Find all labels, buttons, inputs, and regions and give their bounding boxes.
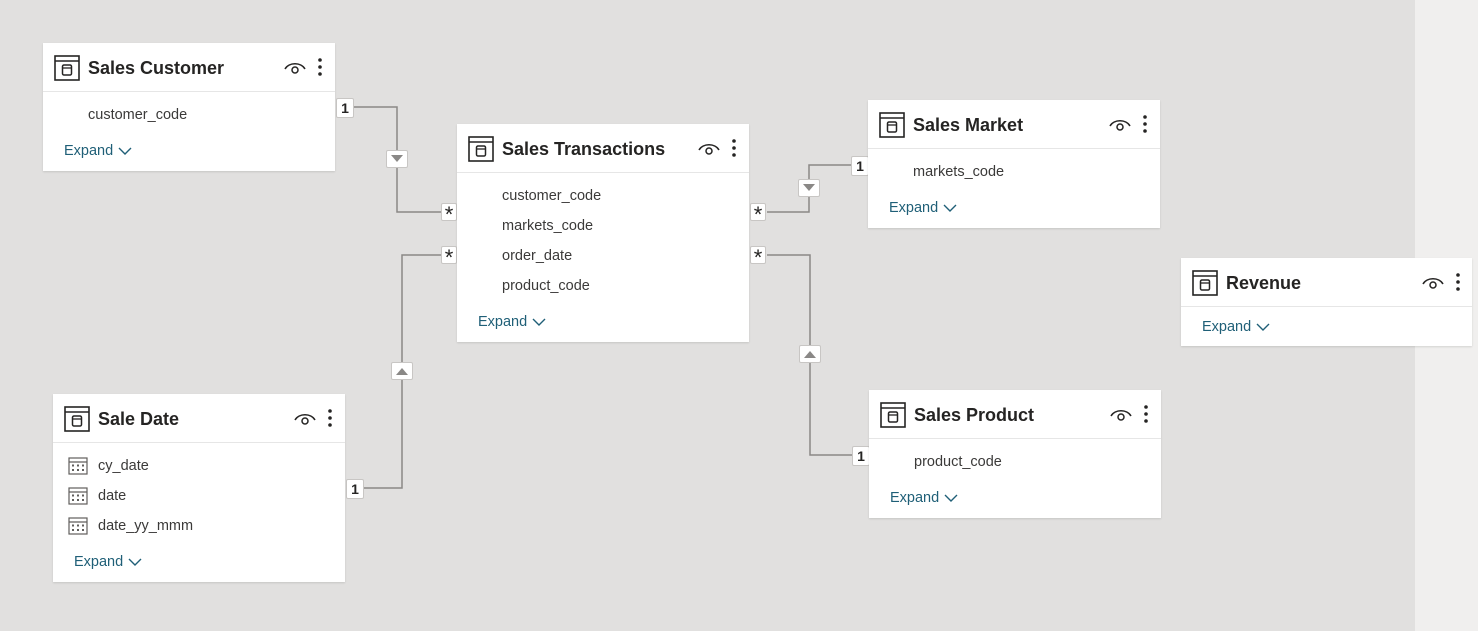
table-card-header[interactable]: Sales Product xyxy=(869,390,1161,439)
field-row[interactable]: customer_code xyxy=(457,181,749,211)
table-card-header[interactable]: Sales Customer xyxy=(43,43,335,92)
field-list: markets_code xyxy=(868,149,1160,187)
cardinality-many-date[interactable]: * xyxy=(441,246,457,269)
field-row[interactable]: markets_code xyxy=(868,157,1160,187)
table-icon xyxy=(1192,270,1218,296)
table-card-header[interactable]: Revenue xyxy=(1181,258,1472,307)
calendar-icon xyxy=(68,487,88,505)
more-options-icon[interactable] xyxy=(1142,114,1148,134)
filter-direction-market[interactable] xyxy=(798,179,820,197)
field-name: cy_date xyxy=(98,458,149,474)
cardinality-many-market[interactable]: * xyxy=(750,203,766,226)
calendar-icon xyxy=(68,457,88,475)
table-icon xyxy=(880,402,906,428)
table-title: Sale Date xyxy=(98,409,180,429)
expand-label: Expand xyxy=(1202,319,1252,335)
eye-icon[interactable] xyxy=(1422,275,1444,291)
filter-direction-product[interactable] xyxy=(799,345,821,363)
expand-link[interactable]: Expand xyxy=(889,200,957,216)
expand-link[interactable]: Expand xyxy=(74,554,142,570)
table-title: Sales Product xyxy=(914,405,1035,425)
chevron-down-icon xyxy=(944,494,958,502)
table-card-revenue[interactable]: Revenue Expand xyxy=(1181,258,1472,346)
chevron-down-icon xyxy=(1256,323,1270,331)
expand-label: Expand xyxy=(890,490,940,506)
cardinality-many-customer[interactable]: * xyxy=(441,203,457,226)
field-name: markets_code xyxy=(502,218,594,234)
table-card-header[interactable]: Sales Market xyxy=(868,100,1160,149)
more-options-icon[interactable] xyxy=(317,57,323,77)
field-name: product_code xyxy=(502,278,590,294)
field-row[interactable]: date_yy_mmm xyxy=(53,511,345,541)
field-row[interactable]: order_date xyxy=(457,241,749,271)
table-icon xyxy=(468,136,494,162)
triangle-up-icon xyxy=(396,368,408,375)
cardinality-one-product[interactable]: 1 xyxy=(852,446,870,466)
expand-label: Expand xyxy=(64,143,114,159)
eye-icon[interactable] xyxy=(698,141,720,157)
field-row[interactable]: date xyxy=(53,481,345,511)
cardinality-many-product[interactable]: * xyxy=(750,246,766,269)
cardinality-one-date[interactable]: 1 xyxy=(346,479,364,499)
table-title: Sales Transactions xyxy=(502,139,666,159)
field-name: date_yy_mmm xyxy=(98,518,194,534)
table-icon xyxy=(879,112,905,138)
expand-link[interactable]: Expand xyxy=(1202,319,1270,335)
cardinality-one-customer[interactable]: 1 xyxy=(336,98,354,118)
filter-direction-date[interactable] xyxy=(391,362,413,380)
chevron-down-icon xyxy=(128,558,142,566)
table-card-sales-customer[interactable]: Sales Customer customer_code Expand xyxy=(43,43,335,171)
triangle-down-icon xyxy=(803,184,815,191)
field-row[interactable]: product_code xyxy=(457,271,749,301)
eye-icon[interactable] xyxy=(284,60,306,76)
triangle-down-icon xyxy=(391,155,403,162)
cardinality-one-market[interactable]: 1 xyxy=(851,156,869,176)
more-options-icon[interactable] xyxy=(1455,272,1461,292)
more-options-icon[interactable] xyxy=(731,138,737,158)
expand-label: Expand xyxy=(74,554,124,570)
field-row[interactable]: cy_date xyxy=(53,451,345,481)
expand-label: Expand xyxy=(478,314,528,330)
table-card-sale-date[interactable]: Sale Date cy_date date date_yy_mmm Expan… xyxy=(53,394,345,582)
triangle-up-icon xyxy=(804,351,816,358)
expand-link[interactable]: Expand xyxy=(478,314,546,330)
table-card-header[interactable]: Sales Transactions xyxy=(457,124,749,173)
field-list: product_code xyxy=(869,439,1161,477)
field-name: date xyxy=(98,488,127,504)
table-title: Sales Market xyxy=(913,115,1024,135)
more-options-icon[interactable] xyxy=(1143,404,1149,424)
table-title: Revenue xyxy=(1226,273,1302,293)
field-list: customer_code markets_code order_date pr… xyxy=(457,173,749,301)
expand-label: Expand xyxy=(889,200,939,216)
eye-icon[interactable] xyxy=(1110,407,1132,423)
field-name: markets_code xyxy=(913,164,1005,180)
table-card-sales-product[interactable]: Sales Product product_code Expand xyxy=(869,390,1161,518)
table-card-sales-transactions[interactable]: Sales Transactions customer_code markets… xyxy=(457,124,749,342)
expand-link[interactable]: Expand xyxy=(64,143,132,159)
eye-icon[interactable] xyxy=(294,411,316,427)
chevron-down-icon xyxy=(943,204,957,212)
table-title: Sales Customer xyxy=(88,58,225,78)
expand-link[interactable]: Expand xyxy=(890,490,958,506)
field-name: product_code xyxy=(914,454,1002,470)
more-options-icon[interactable] xyxy=(327,408,333,428)
chevron-down-icon xyxy=(118,147,132,155)
field-list: cy_date date date_yy_mmm xyxy=(53,443,345,541)
field-row[interactable]: customer_code xyxy=(43,100,335,130)
table-icon xyxy=(64,406,90,432)
field-name: order_date xyxy=(502,248,573,264)
field-row[interactable]: product_code xyxy=(869,447,1161,477)
filter-direction-customer[interactable] xyxy=(386,150,408,168)
field-list: customer_code xyxy=(43,92,335,130)
calendar-icon xyxy=(68,517,88,535)
table-card-sales-market[interactable]: Sales Market markets_code Expand xyxy=(868,100,1160,228)
table-card-header[interactable]: Sale Date xyxy=(53,394,345,443)
eye-icon[interactable] xyxy=(1109,117,1131,133)
table-icon xyxy=(54,55,80,81)
field-name: customer_code xyxy=(502,188,602,204)
chevron-down-icon xyxy=(532,318,546,326)
field-name: customer_code xyxy=(88,107,188,123)
field-row[interactable]: markets_code xyxy=(457,211,749,241)
